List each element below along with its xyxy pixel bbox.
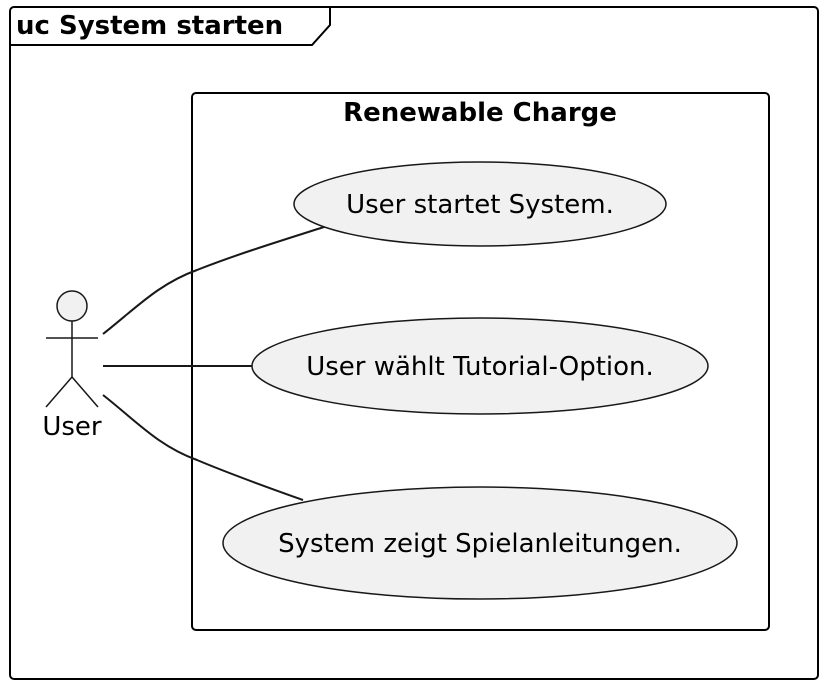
association-line-3 — [102, 394, 304, 501]
use-case-ellipse-2[interactable] — [251, 317, 709, 415]
actor-left-leg — [45, 376, 73, 408]
actor-label: User — [42, 412, 102, 442]
frame-title-tab — [10, 7, 331, 46]
use-case-ellipse-1[interactable] — [293, 161, 667, 247]
actor-head — [56, 290, 88, 322]
use-case-label-1: User startet System. — [346, 190, 614, 220]
use-case-label-3: System zeigt Spielanleitungen. — [278, 529, 682, 559]
use-case-label-2: User wählt Tutorial-Option. — [306, 352, 654, 382]
actor-right-leg — [71, 376, 99, 408]
diagram-frame — [9, 6, 819, 680]
use-case-ellipse-3[interactable] — [222, 486, 738, 600]
association-line-1 — [102, 225, 328, 335]
stick-figure-actor-icon[interactable] — [45, 290, 99, 408]
system-boundary — [191, 92, 770, 631]
frame-title: uc System starten — [16, 11, 283, 41]
system-title: Renewable Charge — [343, 98, 617, 128]
